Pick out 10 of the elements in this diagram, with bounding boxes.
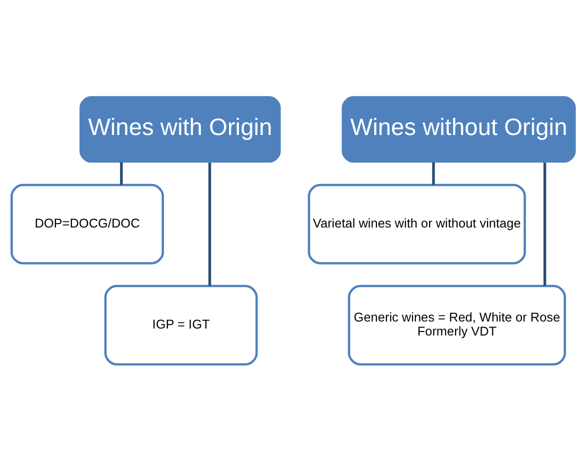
node-box: Wines without Origin bbox=[342, 96, 576, 163]
node-box: DOP=DOCG/DOC bbox=[10, 184, 164, 264]
connector bbox=[543, 162, 546, 286]
node-box: Varietal wines with or without vintage bbox=[308, 184, 526, 264]
connector bbox=[208, 162, 212, 286]
node-box: IGP = IGT bbox=[104, 284, 258, 366]
connector bbox=[432, 162, 435, 185]
node-box: Wines with Origin bbox=[80, 96, 281, 163]
connector bbox=[120, 162, 123, 185]
node-box: Generic wines = Red, White or Rose Formerly VDT bbox=[348, 284, 566, 366]
